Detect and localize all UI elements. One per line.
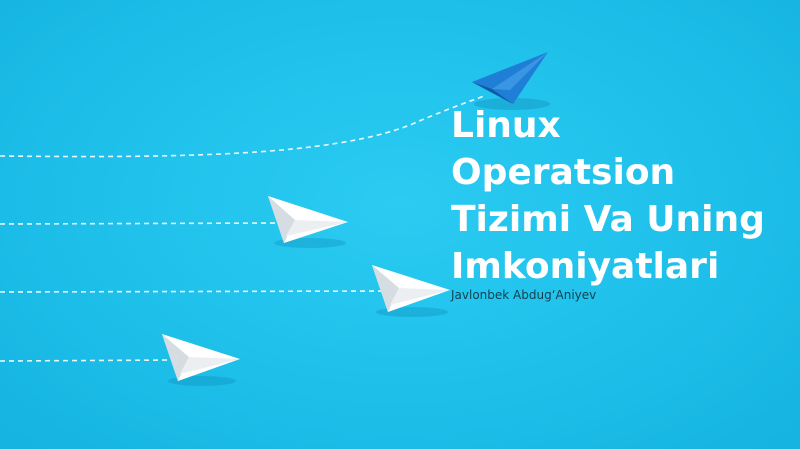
trail-lead bbox=[0, 95, 485, 158]
trail-4 bbox=[0, 359, 179, 362]
white-paper-plane-icon bbox=[268, 196, 348, 248]
blue-paper-plane-icon bbox=[472, 52, 550, 110]
author-name: Javlonbek Abdug‘Aniyev bbox=[451, 288, 597, 302]
white-paper-plane-icon bbox=[162, 334, 240, 386]
trail-2 bbox=[0, 222, 286, 225]
slide-title: Linux Operatsion Tizimi Va Uning Imkoniy… bbox=[451, 105, 765, 287]
trail-3 bbox=[0, 290, 389, 293]
white-paper-plane-icon bbox=[372, 265, 450, 317]
